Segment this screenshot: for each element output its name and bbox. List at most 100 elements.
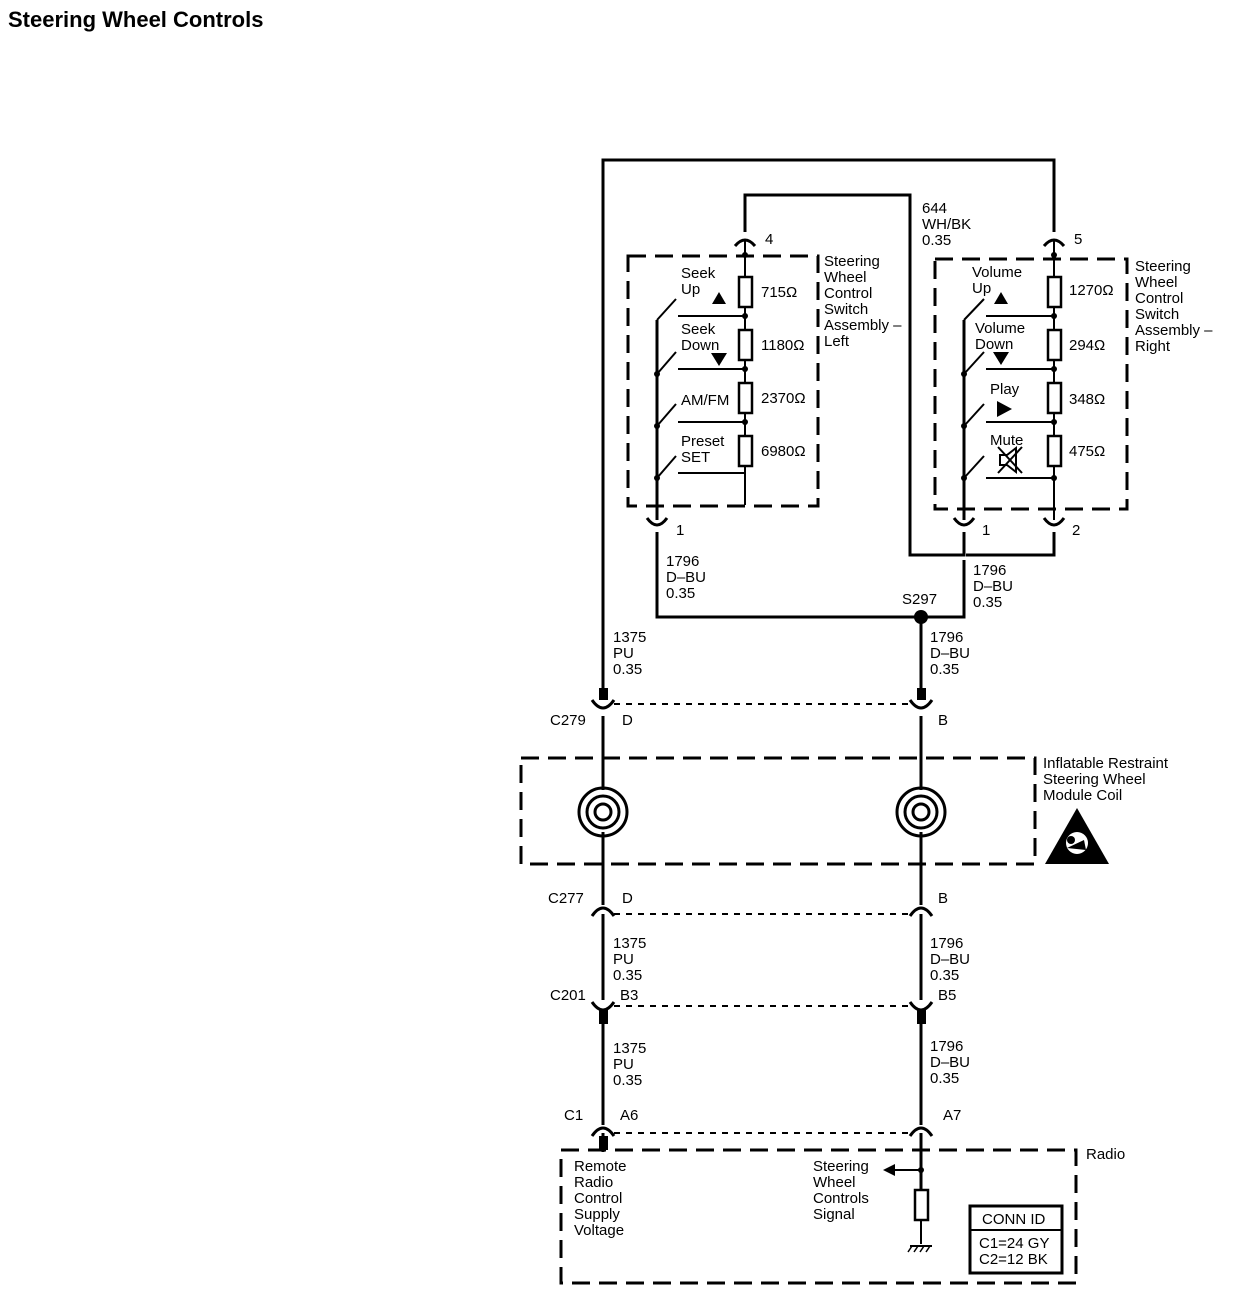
wire-1375-a-gauge: 0.35 (613, 661, 642, 678)
left-btn-label-2a: Seek (681, 321, 716, 338)
radio-signal-4: Signal (813, 1206, 855, 1223)
wire-1375-c-num: 1375 (613, 1040, 646, 1057)
wire-1796-left-num: 1796 (666, 553, 699, 570)
c277-left-pin: D (622, 890, 633, 907)
airbag-warning-icon (1045, 808, 1109, 864)
pin-right-2 (1042, 517, 1066, 527)
switch-contact-mute (963, 455, 985, 479)
radio-supply-3: Control (574, 1190, 622, 1207)
right-btn-label-2b: Down (975, 336, 1013, 353)
inflatable-restraint-coil: Inflatable Restraint Steering Wheel Modu… (519, 755, 1169, 866)
wire-1796-b-color: D–BU (930, 951, 970, 968)
pin-right-5 (1042, 238, 1066, 248)
resistor-right-2 (1046, 328, 1063, 362)
radio-signal-1: Steering (813, 1158, 869, 1175)
wire-1375-c-color: PU (613, 1056, 634, 1073)
left-btn-label-1a: Seek (681, 265, 716, 282)
conn-id-row-1: C1=24 GY (979, 1235, 1049, 1252)
connector-c277: C277 D B (548, 890, 948, 917)
wire-1375-b-num: 1375 (613, 935, 646, 952)
left-name-3: Control (824, 285, 872, 302)
left-btn-label-2b: Down (681, 337, 719, 354)
resistor-left-2 (737, 328, 754, 362)
wire-labels: 644 WH/BK 0.35 1796 D–BU 0.35 1796 D–BU … (613, 200, 1013, 1089)
switch-contact-preset (656, 455, 677, 479)
coil-label-2: Steering Wheel (1043, 771, 1146, 788)
resistor-left-4 (737, 434, 754, 468)
wire-1796-right-gauge: 0.35 (973, 594, 1002, 611)
coil-spiral-right (895, 786, 947, 838)
wire-1796-right (921, 560, 966, 619)
c201-right-pin: B5 (938, 987, 956, 1004)
wire-pin2 (966, 532, 1056, 557)
conn-id-row-2: C2=12 BK (979, 1251, 1048, 1268)
radio-label: Radio (1086, 1146, 1125, 1163)
ground-icon (907, 1245, 932, 1253)
wires (601, 158, 1056, 1190)
right-btn-label-2a: Volume (975, 320, 1025, 337)
switch-contact-seek-up (656, 298, 677, 321)
wire-1796-right-color: D–BU (973, 578, 1013, 595)
left-btn-label-4a: Preset (681, 433, 725, 450)
left-btn-label-4b: SET (681, 449, 710, 466)
c277-name: C277 (548, 890, 584, 907)
resistor-right-1 (1046, 275, 1063, 309)
connector-c279: C279 D B (550, 688, 948, 729)
pin-left-1-label: 1 (676, 522, 684, 539)
left-btn-label-3: AM/FM (681, 392, 729, 409)
resistor-right-4 (1046, 434, 1063, 468)
wire-1796-left (655, 532, 921, 619)
radio-module: Radio Remote Radio Control Supply Voltag… (559, 1146, 1125, 1285)
right-name-4: Switch (1135, 306, 1179, 323)
radio-supply-5: Voltage (574, 1222, 624, 1239)
left-name-6: Left (824, 333, 850, 350)
wire-644-num: 644 (922, 200, 947, 217)
wire-1796-a-gauge: 0.35 (930, 661, 959, 678)
left-name-5: Assembly – (824, 317, 902, 334)
play-icon (997, 401, 1012, 417)
right-name-3: Control (1135, 290, 1183, 307)
left-res-value-2: 1180Ω (761, 337, 804, 354)
wire-1375-c-gauge: 0.35 (613, 1072, 642, 1089)
c1-right-pin: A7 (943, 1107, 961, 1124)
triangle-up-icon (994, 292, 1008, 304)
coil-label-3: Module Coil (1043, 787, 1122, 804)
c201-name: C201 (550, 987, 586, 1004)
right-name-2: Wheel (1135, 274, 1178, 291)
pin-right-1 (952, 517, 976, 527)
right-res-value-3: 348Ω (1069, 391, 1105, 408)
wire-644-gauge: 0.35 (922, 232, 951, 249)
triangle-up-icon (712, 292, 726, 304)
conn-id-table: CONN ID C1=24 GY C2=12 BK (968, 1204, 1064, 1275)
right-res-value-1: 1270Ω (1069, 282, 1114, 299)
resistor-right-3 (1046, 381, 1063, 415)
wire-1796-c-color: D–BU (930, 1054, 970, 1071)
radio-supply-1: Remote (574, 1158, 627, 1175)
mute-speaker-icon (997, 445, 1023, 475)
left-btn-label-1b: Up (681, 281, 700, 298)
connector-c201: C201 B3 B5 (550, 987, 956, 1024)
radio-signal-2: Wheel (813, 1174, 856, 1191)
left-name-2: Wheel (824, 269, 867, 286)
radio-supply-4: Supply (574, 1206, 620, 1223)
wire-1796-a-color: D–BU (930, 645, 970, 662)
pin-right-1-label: 1 (982, 522, 990, 539)
right-btn-label-1b: Up (972, 280, 991, 297)
splice-s297 (914, 610, 928, 624)
c201-left-pin: B3 (620, 987, 638, 1004)
wire-1796-c-num: 1796 (930, 1038, 963, 1055)
switch-contact-amfm (656, 403, 677, 427)
wire-1796-b-gauge: 0.35 (930, 967, 959, 984)
radio-pulldown-resistor (913, 1188, 930, 1222)
wire-1796-left-color: D–BU (666, 569, 706, 586)
pin-left-1 (645, 517, 669, 527)
pin-right-5-label: 5 (1074, 231, 1082, 248)
right-res-value-4: 475Ω (1069, 443, 1105, 460)
wire-1796-a-num: 1796 (930, 629, 963, 646)
left-res-value-3: 2370Ω (761, 390, 806, 407)
switch-left-box (626, 254, 820, 508)
switch-assembly-left: Seek Up Seek Down AM/FM Preset SET 715Ω … (626, 231, 902, 539)
coil-box (519, 756, 1037, 866)
resistor-left-1 (737, 275, 754, 309)
